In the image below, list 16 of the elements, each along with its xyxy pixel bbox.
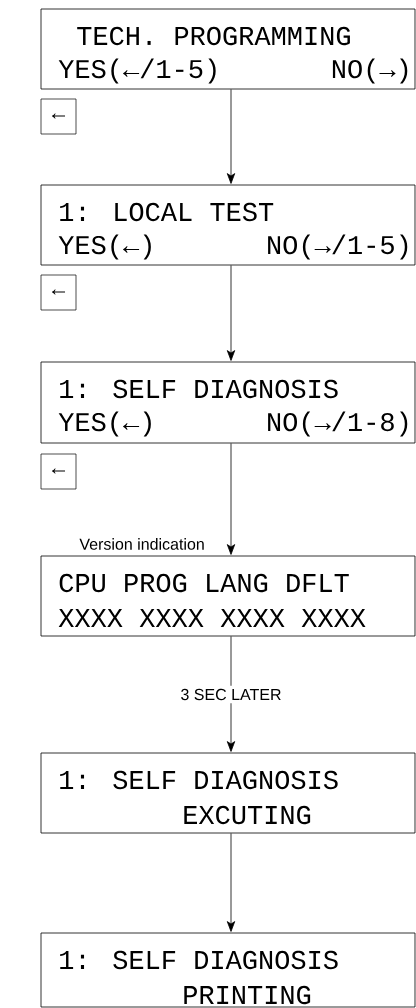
display-box: TECH. PROGRAMMING YES(←/1-5) NO(→)	[40, 8, 416, 90]
display-box: 1: LOCAL TEST YES(←) NO(→/1-5)	[40, 184, 416, 266]
key-box: ←	[40, 453, 77, 490]
arrow	[226, 265, 236, 361]
arrow	[226, 636, 236, 752]
display-box: 1: SELF DIAGNOSIS PRINTING	[40, 932, 416, 1008]
node-label: Version indication	[79, 538, 204, 550]
arrow	[226, 443, 236, 555]
arrow	[226, 89, 236, 184]
key-box: ←	[40, 98, 77, 135]
edge-label: 3 SEC LATER	[177, 685, 285, 704]
display-box: CPU PROG LANG DFLT XXXX XXXX XXXX XXXX	[40, 555, 416, 637]
display-box: 1: SELF DIAGNOSIS EXCUTING	[40, 752, 416, 834]
arrow	[226, 833, 236, 932]
key-box: ←	[40, 274, 77, 311]
display-box: 1: SELF DIAGNOSIS YES(←) NO(→/1-8)	[40, 361, 416, 444]
